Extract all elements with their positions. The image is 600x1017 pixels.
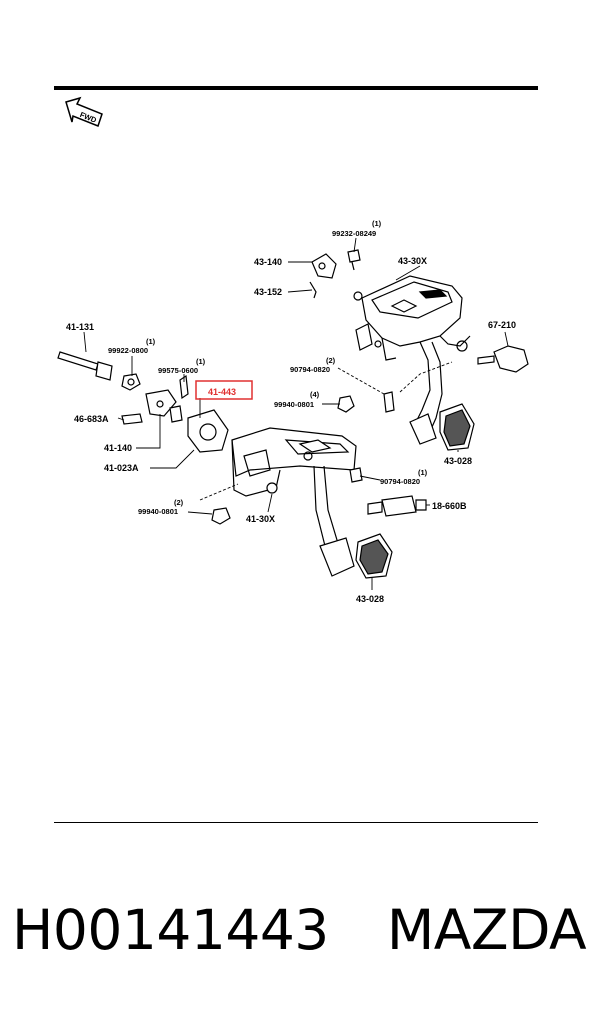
leader-lines (83, 237, 509, 590)
qty-99922: (1) (146, 337, 156, 346)
fwd-arrow-icon: FWD (65, 96, 103, 127)
part-label-18-660b: 18-660B (432, 501, 467, 511)
part-label-90794-0820-lower: 90794-0820 (380, 477, 420, 486)
bottom-rule (54, 822, 538, 823)
part-label-41-131: 41-131 (66, 322, 94, 332)
part-label-99232-08249: 99232-08249 (332, 229, 376, 238)
part-label-41-443: 41-443 (208, 387, 236, 397)
qty-90794-lower: (1) (418, 468, 428, 477)
part-label-99922-0800: 99922-0800 (108, 346, 148, 355)
part-label-43-30x: 43-30X (398, 256, 427, 266)
highlight-box-41-443 (195, 380, 253, 400)
footer: H00141443 MAZDA (12, 898, 587, 962)
part-label-41-30x: 41-30X (246, 514, 275, 524)
pedal-pad-43-028-lower (355, 533, 393, 579)
qty-99575: (1) (196, 357, 206, 366)
part-number: H00141443 (12, 898, 329, 962)
pedal-assembly-diagram: FWD (57, 96, 529, 604)
part-label-43-152: 43-152 (254, 287, 282, 297)
part-label-43-028-lower: 43-028 (356, 594, 384, 604)
bolt-90794-lower (349, 467, 363, 483)
part-label-67-210: 67-210 (488, 320, 516, 330)
bolt-99232 (347, 249, 361, 271)
switch-67-210 (477, 345, 529, 373)
part-label-99940-0801-upper: 99940-0801 (274, 400, 314, 409)
rod-41-131 (57, 351, 113, 381)
part-label-99575-0600: 99575-0600 (158, 366, 198, 375)
upper-pedal-bracket (353, 275, 471, 445)
qty-99232: (1) (372, 219, 382, 228)
gasket-41-443 (187, 409, 229, 453)
qty-90794-upper: (2) (326, 356, 336, 365)
part-label-43-140: 43-140 (254, 257, 282, 267)
clevis-43-140 (309, 253, 337, 299)
nut-99922 (121, 373, 141, 391)
brand-name: MAZDA (386, 898, 587, 962)
lower-pedal-bracket (231, 427, 357, 577)
part-label-46-683a: 46-683A (74, 414, 109, 424)
bolt-46-683a (121, 413, 143, 425)
nut-99940-lower (211, 507, 231, 525)
part-label-43-028-upper: 43-028 (444, 456, 472, 466)
qty-99940-upper: (4) (310, 390, 320, 399)
pedal-pad-43-028-upper (439, 403, 475, 451)
part-label-41-140: 41-140 (104, 443, 132, 453)
qty-99940-lower: (2) (174, 498, 184, 507)
part-label-90794-0820-upper: 90794-0820 (290, 365, 330, 374)
switch-18-660b (367, 495, 427, 517)
nut-99940-upper (337, 395, 355, 413)
bolt-90794-upper (383, 391, 395, 413)
part-label-41-023a: 41-023A (104, 463, 139, 473)
bracket-41-140 (145, 374, 189, 423)
top-rule (54, 86, 538, 90)
part-label-99940-0801-lower: 99940-0801 (138, 507, 178, 516)
